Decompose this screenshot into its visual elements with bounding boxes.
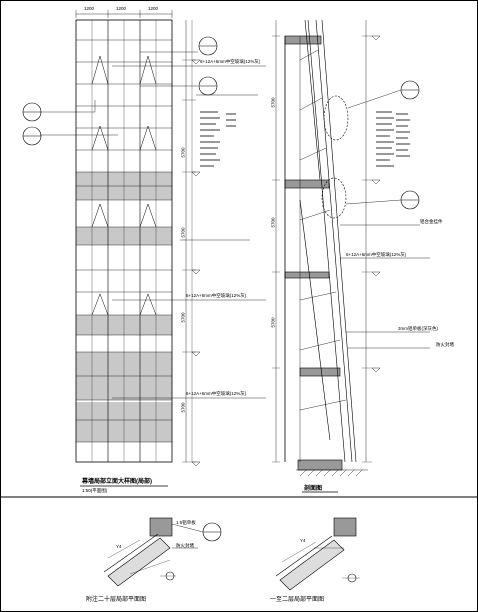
- elevation-callouts: [22, 36, 218, 146]
- facade-slope: [299, 19, 357, 463]
- detail-right-caption: 一至二层局部平面图: [270, 597, 325, 603]
- elev-top-dim-2: 1200: [116, 6, 127, 11]
- elev-vdim-4: 5700: [180, 402, 186, 413]
- elev-top-dim-3: 1200: [148, 6, 159, 11]
- section-vdim-1: 5700: [270, 97, 276, 108]
- section-callouts: [345, 80, 420, 210]
- floor-slabs: [284, 35, 343, 471]
- elevation-view: [22, 10, 266, 467]
- section-view: [272, 19, 430, 477]
- section-vdim-3: 5700: [270, 317, 276, 328]
- detail-left-label: 1:5铝单板: [176, 520, 196, 525]
- detail-cloud-mid: [321, 177, 347, 219]
- ground-hatch: [296, 469, 368, 477]
- detail-left-caption: 附注二十层局部平面图: [86, 597, 147, 603]
- elev-vdim-1: 5700: [180, 147, 186, 158]
- elevation-caption: 幕墙局部立面大样图(局部): [82, 479, 152, 485]
- elev-note-2: 6+12A+6mm中空玻璃(12%灰): [186, 293, 247, 298]
- section-caption: 剖面图: [304, 486, 323, 492]
- elev-note-3: 6+12A+6mm中空玻璃(12%灰): [186, 391, 247, 396]
- detail-left-note: 防火封堵: [176, 543, 194, 548]
- elevation-note-blocks: [200, 111, 236, 167]
- window-open-marks: [91, 55, 157, 316]
- detail-left-plan: [103, 517, 222, 587]
- detail-right-plan: [275, 517, 360, 591]
- elevation-scale: 1:50(平面图): [82, 488, 108, 493]
- elev-vdim-2: 5700: [180, 227, 186, 238]
- elev-top-dim-1: 1200: [84, 6, 95, 11]
- detail-left-dim: Y4: [116, 544, 122, 549]
- elev-note-1: 6+12A+6mm中空玻璃(12%灰): [200, 59, 261, 64]
- section-note-3: 3mm铝单板(深灰色): [398, 326, 438, 331]
- section-note-4: 防火封堵: [436, 342, 454, 347]
- section-note-1: 铝合金挂件: [420, 219, 443, 224]
- detail-right-dim: Y4: [300, 538, 306, 543]
- detail-cloud-top: [323, 95, 349, 141]
- elev-vdim-3: 5700: [180, 312, 186, 323]
- section-note-2: 6+12A+6mm中空玻璃(12%灰): [346, 252, 407, 257]
- section-note-blocks: [376, 111, 410, 167]
- section-vdim-2: 5700: [270, 217, 276, 228]
